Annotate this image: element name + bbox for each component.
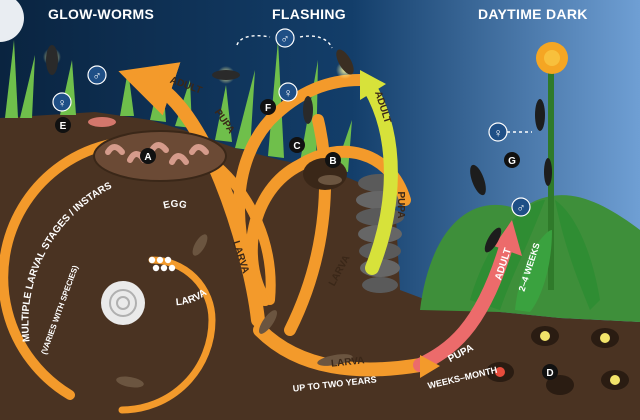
flashing-firefly	[336, 49, 354, 75]
lifecycle-spiral	[0, 62, 427, 414]
flashing-firefly	[212, 70, 240, 80]
marker-d: D	[546, 368, 553, 379]
larva-bottom-label: LARVA	[330, 355, 364, 369]
female-symbol: ♀	[284, 86, 293, 100]
larva-insect	[116, 376, 144, 388]
arrow-adult-mid	[360, 70, 386, 100]
larva-insect	[317, 354, 353, 366]
moon-icon	[0, 0, 24, 42]
arrow-adult-left	[134, 65, 160, 92]
arrow-adult-right	[494, 220, 522, 256]
male-symbol: ♂	[517, 201, 526, 215]
female-symbol: ♀	[494, 126, 503, 140]
day-firefly	[544, 158, 552, 186]
panel-title-flashing: FLASHING	[272, 6, 346, 22]
larva-insect	[192, 234, 208, 256]
insects	[43, 45, 552, 388]
male-symbol: ♂	[93, 69, 102, 83]
panel-title-daytime-dark: DAYTIME DARK	[478, 6, 588, 22]
marker-c: C	[293, 141, 300, 152]
snail-shell	[101, 281, 145, 325]
soil-chambers-d	[486, 326, 629, 395]
female-symbol: ♀	[58, 96, 67, 110]
egg-label: EGG	[162, 199, 188, 212]
pink-branch	[413, 243, 512, 372]
marker-b: B	[329, 156, 336, 167]
markers: A B C D E F G	[55, 99, 558, 380]
yellow-branch	[363, 81, 398, 275]
pupa-insect	[318, 175, 342, 185]
perched-firefly	[303, 96, 313, 124]
panel-title-glow-worms: GLOW-WORMS	[48, 6, 155, 22]
larva-chamber-a	[93, 130, 227, 182]
male-symbol: ♂	[281, 32, 290, 46]
marker-g: G	[508, 156, 516, 167]
arrow-pupa-bottom	[420, 355, 440, 378]
day-firefly	[535, 99, 545, 131]
pupa-mid-label: PUPA	[395, 191, 406, 218]
egg-cluster	[148, 256, 176, 272]
female-glow-worm	[88, 117, 116, 127]
mating-symbols: ♂ ♀ ♂ ♀ ♀ ♂	[52, 28, 532, 217]
marker-f: F	[265, 103, 271, 114]
marker-e: E	[60, 121, 67, 132]
day-firefly	[470, 164, 486, 196]
flying-male-firefly	[46, 45, 58, 75]
day-firefly	[484, 227, 502, 253]
marker-a: A	[144, 152, 151, 163]
larva-insect	[258, 310, 278, 334]
